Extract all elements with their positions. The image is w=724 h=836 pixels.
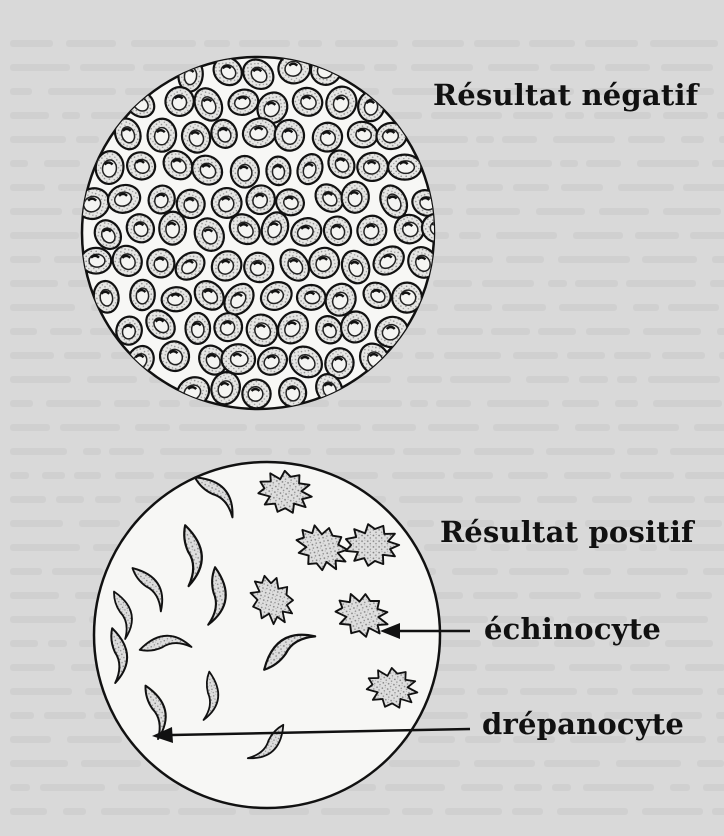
drepanocyte-label: drépanocyte <box>482 707 684 741</box>
normal-red-cell <box>159 211 187 245</box>
positive-result-label: Résultat positif <box>440 515 694 549</box>
normal-red-cell <box>161 286 192 312</box>
positive-smear-circle <box>94 462 440 808</box>
echinocyte-label: échinocyte <box>484 612 661 646</box>
normal-red-cell <box>146 118 177 153</box>
normal-red-cell <box>230 156 259 188</box>
normal-red-cell <box>388 155 421 180</box>
negative-result-label: Résultat négatif <box>433 78 698 112</box>
normal-red-cell <box>222 344 256 374</box>
normal-red-cell <box>242 379 271 409</box>
normal-red-cell <box>297 285 326 311</box>
normal-red-cell <box>129 279 155 311</box>
normal-red-cell <box>266 156 291 186</box>
normal-red-cell <box>185 313 210 344</box>
